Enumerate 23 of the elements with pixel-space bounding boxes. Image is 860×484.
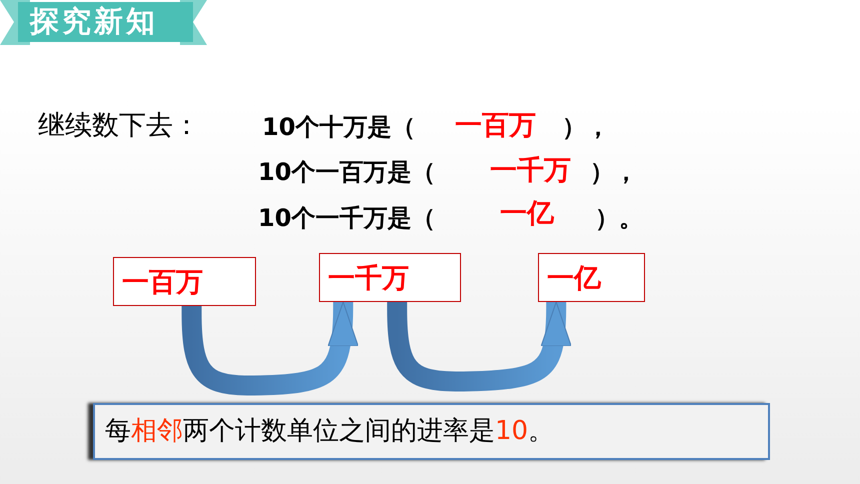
sentence-text: 10个十万是（ [262,115,416,139]
prompt-text: 继续数下去： [38,112,200,139]
statement-text: 。 [528,416,554,446]
value-text: 一亿 [547,263,601,294]
highlight-text: 相邻 [131,416,183,446]
highlight-text: 10 [495,416,528,446]
answer-text: 一千万 [490,157,571,184]
answer-text: 一亿 [500,200,554,227]
conclusion-box [93,403,770,460]
sentence-text: 10个一千万是（ [258,206,436,230]
statement-text: 每 [105,416,131,446]
sentence-text: ）。 [595,206,643,230]
statement-text: 两个计数单位之间的进率是 [183,416,495,446]
value-box [538,253,645,302]
value-box [319,253,461,302]
sentence-text: ）， [590,160,638,184]
value-box [113,257,256,306]
answer-text: 一百万 [455,112,536,139]
title-text: 探究新知 [30,7,158,36]
sentence-text: ）， [562,115,610,139]
sentence-text: 10个一百万是（ [258,160,436,184]
value-text: 一千万 [328,263,409,294]
value-text: 一百万 [122,267,203,298]
